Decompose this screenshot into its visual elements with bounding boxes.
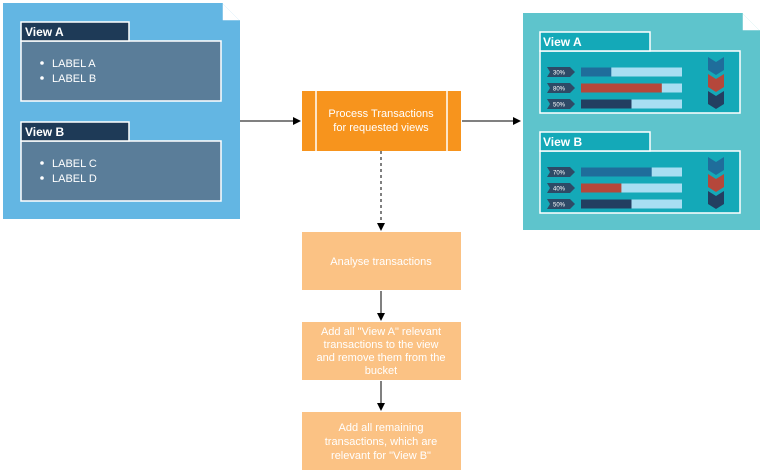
percent-label: 40% bbox=[553, 187, 566, 193]
step-2-line-1: Add all "View A" relevant bbox=[321, 326, 441, 338]
bar-fill bbox=[581, 183, 622, 193]
right-panel-view-b: View B 70% 40% 50% bbox=[539, 131, 741, 214]
percent-label: 70% bbox=[553, 171, 566, 177]
bar-track bbox=[581, 67, 682, 77]
left-panel-view-b: View B LABEL C LABEL D bbox=[20, 121, 222, 202]
percent-tag bbox=[547, 83, 575, 93]
percent-label: 80% bbox=[553, 87, 566, 93]
step-add-view-a-transactions: Add all "View A" relevant transactions t… bbox=[302, 322, 461, 380]
bar-fill bbox=[581, 99, 632, 109]
percent-tag bbox=[547, 167, 575, 177]
right-panel-view-b-title: View B bbox=[543, 135, 582, 149]
process-box-line-2: for requested views bbox=[333, 122, 429, 134]
label-c: LABEL C bbox=[52, 158, 97, 170]
bar-fill bbox=[581, 167, 652, 177]
label-d: LABEL D bbox=[52, 173, 97, 185]
step-2-line-3: and remove them from the bbox=[316, 352, 445, 364]
label-b: LABEL B bbox=[52, 73, 96, 85]
step-3-line-1: Add all remaining bbox=[339, 422, 424, 434]
percent-label: 50% bbox=[553, 203, 566, 209]
step-analyse-transactions: Analyse transactions bbox=[302, 232, 461, 290]
right-panel-view-a-title: View A bbox=[543, 35, 582, 49]
chevron-stack-b-icon bbox=[708, 157, 724, 209]
left-panel-view-b-title: View B bbox=[25, 125, 64, 139]
right-panel-view-a-bars: 30% 80% 50% bbox=[547, 67, 682, 109]
step-1-line-1: Analyse transactions bbox=[330, 256, 432, 268]
bar-track bbox=[581, 183, 682, 193]
step-3-line-2: transactions, which are bbox=[325, 436, 438, 448]
percent-label: 30% bbox=[553, 71, 566, 77]
percent-tag bbox=[547, 99, 575, 109]
percent-tag bbox=[547, 67, 575, 77]
label-a: LABEL A bbox=[52, 58, 96, 70]
percent-tag bbox=[547, 183, 575, 193]
step-3-line-3: relevant for "View B" bbox=[331, 450, 431, 462]
step-2-line-4: bucket bbox=[365, 365, 397, 377]
right-panel-view-b-bars: 70% 40% 50% bbox=[547, 167, 682, 209]
percent-tag bbox=[547, 199, 575, 209]
percent-label: 50% bbox=[553, 103, 566, 109]
left-panel-view-a: View A LABEL A LABEL B bbox=[20, 21, 222, 102]
step-2-line-2: transactions to the view bbox=[324, 339, 439, 351]
bar-fill bbox=[581, 199, 632, 209]
chevron-stack-a-icon bbox=[708, 57, 724, 109]
right-panel-view-a: View A 30% 80% 50% bbox=[539, 31, 741, 114]
step-add-remaining-view-b-transactions: Add all remaining transactions, which ar… bbox=[302, 412, 461, 470]
right-view-document: View A 30% 80% 50% View B 70% 40% 50% bbox=[523, 13, 760, 230]
process-box-line-1: Process Transactions bbox=[328, 108, 434, 120]
left-view-document: View A LABEL A LABEL B View B LABEL C LA… bbox=[3, 3, 240, 219]
bar-fill bbox=[581, 83, 662, 93]
left-panel-view-a-title: View A bbox=[25, 25, 64, 39]
process-transactions-box: Process Transactions for requested views bbox=[302, 91, 461, 151]
bar-fill bbox=[581, 67, 612, 77]
